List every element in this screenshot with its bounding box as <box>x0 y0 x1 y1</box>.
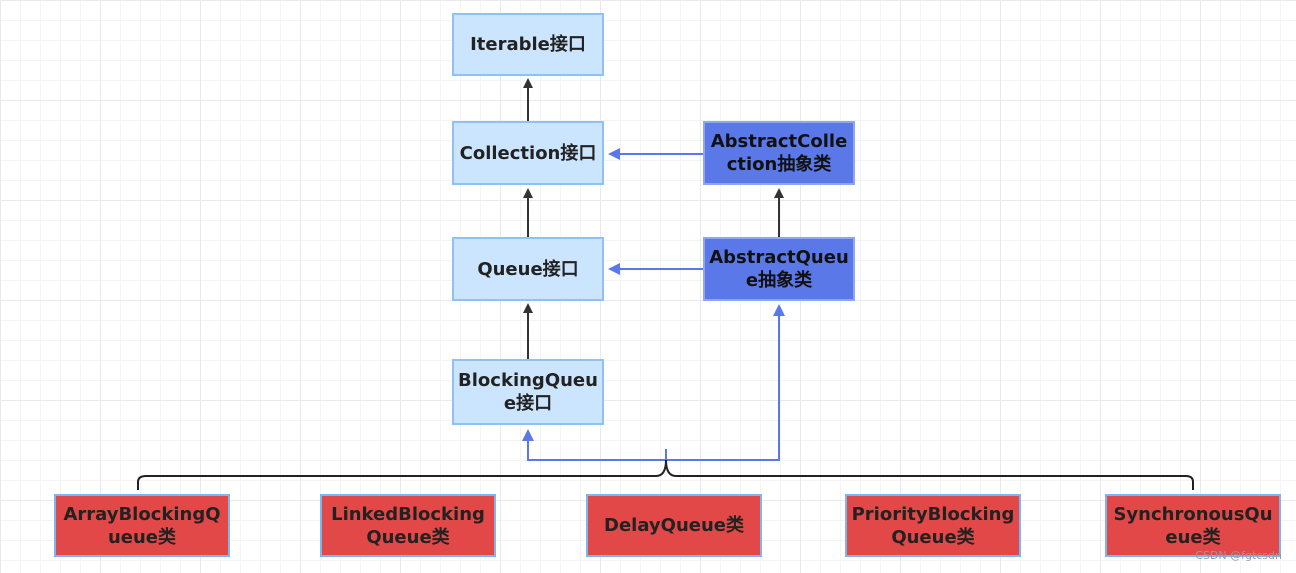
node-delayqueue-class: DelayQueue类 <box>586 494 762 557</box>
node-blockingqueue-interface: BlockingQueue接口 <box>452 359 604 425</box>
node-queue-interface: Queue接口 <box>452 237 604 301</box>
node-abstractqueue-class: AbstractQueue抽象类 <box>703 237 855 301</box>
node-synchronousqueue-class: SynchronousQueue类 <box>1105 494 1281 557</box>
connector-group-to-blockingqueue <box>522 429 666 461</box>
node-iterable-interface: Iterable接口 <box>452 13 604 76</box>
node-linkedblockingqueue-class: LinkedBlockingQueue类 <box>320 494 496 557</box>
watermark: CSDN @fgtcsdn <box>1195 549 1282 562</box>
node-collection-interface: Collection接口 <box>452 121 604 185</box>
node-abstractcollection-class: AbstractCollection抽象类 <box>703 121 855 185</box>
connector-group-to-abstractqueue <box>666 304 785 461</box>
class-group-brace <box>137 459 1194 490</box>
node-arrayblockingqueue-class: ArrayBlockingQueue类 <box>54 494 230 557</box>
node-priorityblockingqueue-class: PriorityBlockingQueue类 <box>845 494 1021 557</box>
